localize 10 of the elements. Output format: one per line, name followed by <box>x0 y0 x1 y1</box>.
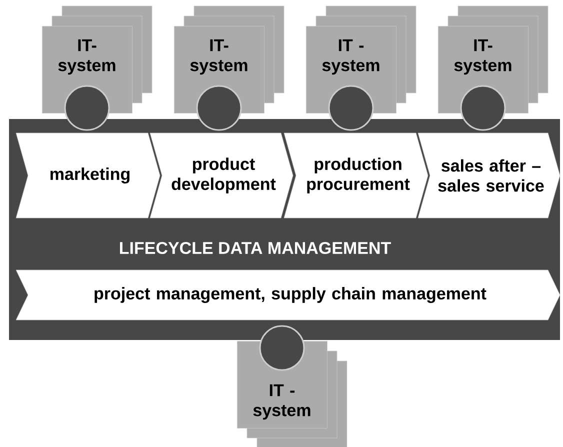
process-step: marketing <box>16 132 160 218</box>
document-stack: IT- system <box>42 6 152 114</box>
process-step: product development <box>150 132 294 218</box>
document-stack: IT - system <box>306 6 416 114</box>
process-step: project management, supply chain management <box>16 270 560 320</box>
process-step: sales after – sales service <box>418 132 560 218</box>
document-stack: IT- system <box>174 6 284 114</box>
node-label: sales after – sales service <box>438 159 544 192</box>
document-stack: IT- system <box>438 6 548 114</box>
process-step: production procurement <box>284 132 428 218</box>
